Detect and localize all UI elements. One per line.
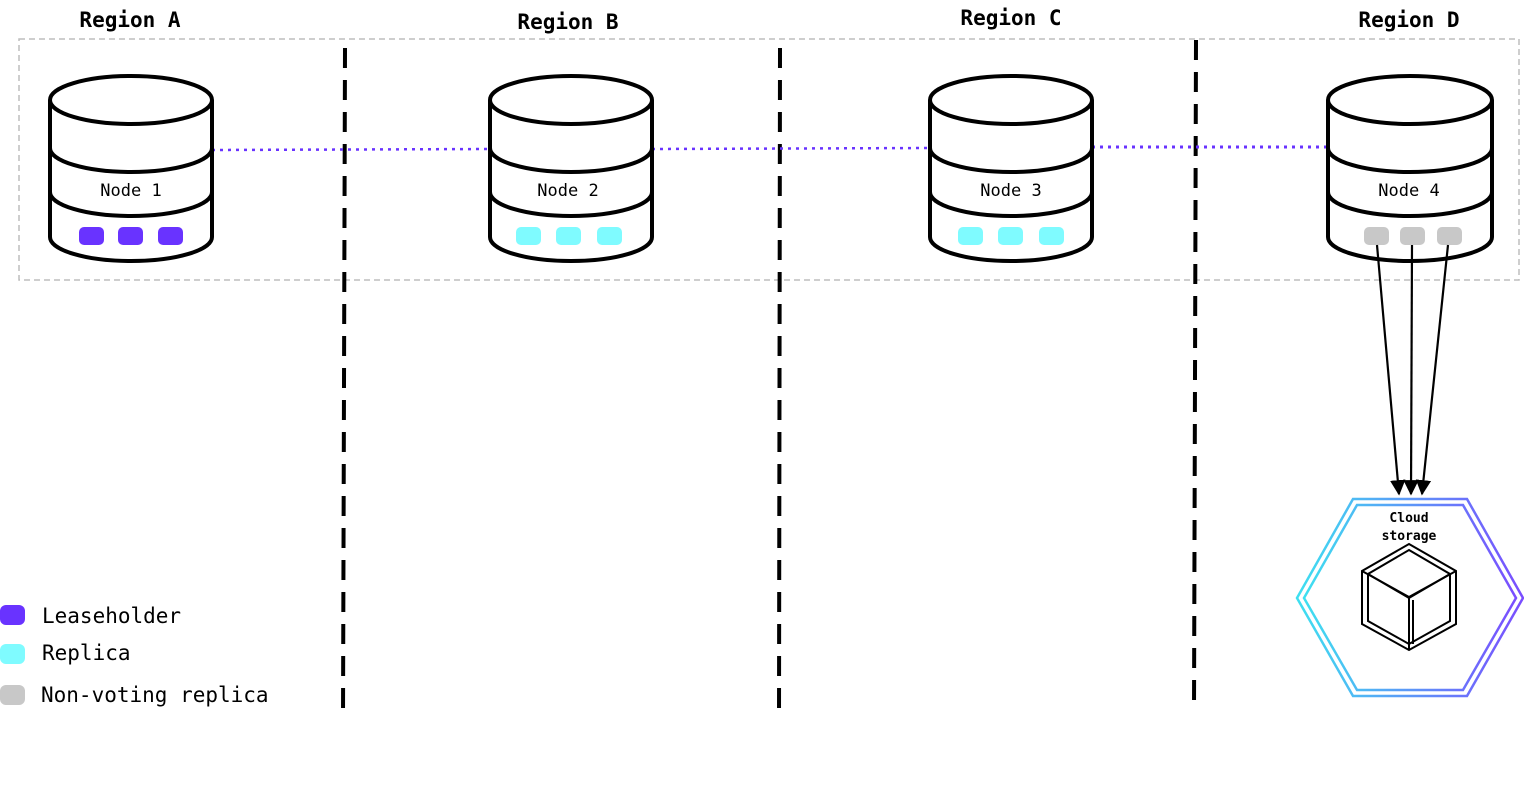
leaseholder-swatch xyxy=(0,605,25,625)
arrow-to-cloud-storage xyxy=(1403,244,1419,496)
legend-item-non-voting-replica: Non-voting replica xyxy=(0,683,269,707)
voting-replica xyxy=(597,227,622,245)
database-icon xyxy=(48,74,214,263)
database-icon xyxy=(488,74,654,263)
database-icon xyxy=(1326,74,1494,263)
voting-replica xyxy=(1039,227,1064,245)
replica-swatch xyxy=(0,644,25,664)
legend-item-replica: Replica xyxy=(0,641,131,665)
link-node2-node3 xyxy=(651,146,931,151)
arrow-to-cloud-storage xyxy=(1415,244,1450,496)
legend-label-leaseholder: Leaseholder xyxy=(42,604,181,628)
cloud-storage: Cloud storage xyxy=(1295,497,1524,698)
non-voting-replica xyxy=(1364,227,1389,245)
legend: Leaseholder Replica Non-voting replica xyxy=(0,604,269,707)
region-divider-ab xyxy=(341,47,347,721)
node-1: Node 1 xyxy=(48,74,214,263)
legend-label-non-voting-replica: Non-voting replica xyxy=(41,683,269,707)
non-voting-replica xyxy=(1437,227,1462,245)
node-2: Node 2 xyxy=(488,74,654,263)
cloud-storage-label-line1: Cloud xyxy=(1389,511,1428,526)
cloud-storage-label-line2: storage xyxy=(1382,529,1437,544)
leaseholder-replica xyxy=(118,227,143,245)
cube-icon xyxy=(1361,542,1457,652)
voting-replica xyxy=(556,227,581,245)
region-divider-cd xyxy=(1192,39,1198,713)
cluster-boundary-box xyxy=(18,38,1520,281)
voting-replica xyxy=(516,227,541,245)
node-3: Node 3 xyxy=(928,74,1094,263)
node-1-label: Node 1 xyxy=(100,181,161,201)
voting-replica xyxy=(998,227,1023,245)
leaseholder-replica xyxy=(158,227,183,245)
node-2-label: Node 2 xyxy=(537,181,598,201)
region-label-c: Region C xyxy=(960,6,1061,30)
region-label-a: Region A xyxy=(79,8,181,32)
cloud-storage-hexagon-outer xyxy=(1295,497,1524,698)
legend-label-replica: Replica xyxy=(42,641,131,665)
leaseholder-replica xyxy=(79,227,104,245)
non-voting-replica-swatch xyxy=(0,685,25,705)
database-icon xyxy=(928,74,1094,263)
region-label-b: Region B xyxy=(517,10,618,34)
voting-replica xyxy=(958,227,983,245)
cloud-storage-hexagon-inner xyxy=(1302,503,1518,692)
non-voting-replica xyxy=(1400,227,1425,245)
region-label-d: Region D xyxy=(1358,8,1459,32)
arrow-to-cloud-storage xyxy=(1375,244,1406,496)
link-node1-node2 xyxy=(211,147,491,152)
node-4-label: Node 4 xyxy=(1378,181,1439,201)
region-divider-bc xyxy=(777,47,782,721)
node-4: Node 4 xyxy=(1326,74,1494,263)
node-3-label: Node 3 xyxy=(980,181,1041,201)
legend-item-leaseholder: Leaseholder xyxy=(0,604,181,628)
